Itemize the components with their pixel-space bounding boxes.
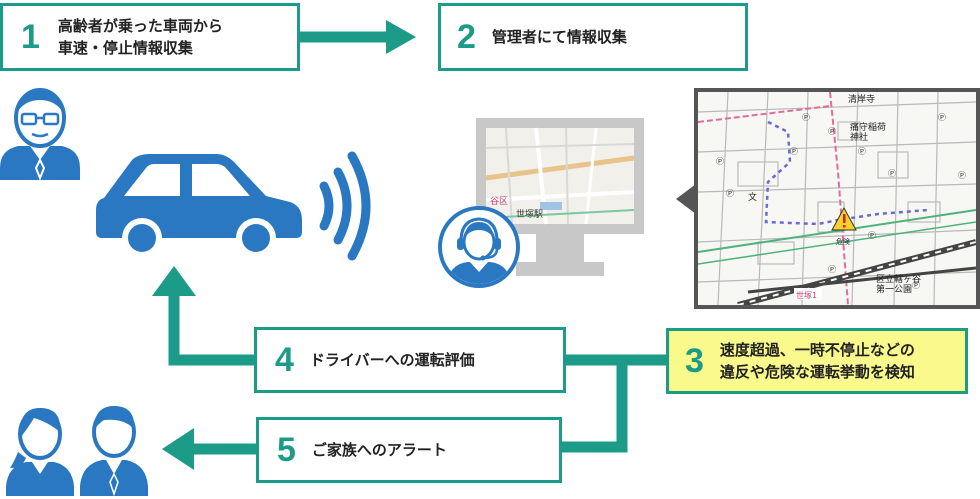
svg-text:Ⓟ: Ⓟ — [828, 265, 836, 274]
map-shrine-label-line-1: 痛守稲荷 — [850, 121, 886, 133]
step-5-number: 5 — [277, 431, 296, 469]
arrow-5-to-family-head — [162, 428, 194, 470]
map-shrine-label: 痛守稲荷 神社 — [850, 121, 889, 143]
step-5-text: ご家族へのアラート — [311, 441, 447, 459]
step-2-text: 管理者にて情報収集 — [491, 28, 627, 46]
svg-text:Ⓟ: Ⓟ — [802, 113, 810, 122]
step-4-box: 4 ドライバーへの運転評価 — [254, 327, 566, 393]
step-1-number: 1 — [21, 18, 40, 56]
monitor-map-area-label: 谷区 — [490, 196, 508, 207]
map-callout: Ⓟ Ⓟ Ⓟ Ⓟ Ⓟ Ⓟ Ⓟ Ⓟ Ⓟ Ⓟ Ⓟ Ⓟ 清岸寺 痛守稲荷 神社 文 区立轄ヶ谷 第一公園… — [694, 88, 980, 309]
family-icon — [6, 406, 148, 497]
detailed-map: Ⓟ Ⓟ Ⓟ Ⓟ Ⓟ Ⓟ Ⓟ Ⓟ Ⓟ Ⓟ Ⓟ Ⓟ 清岸寺 痛守稲荷 神社 文 区立轄ヶ谷 第一公園… — [698, 92, 976, 305]
map-school-label: 文 — [748, 191, 757, 203]
step-4-text: ドライバーへの運転評価 — [309, 351, 475, 369]
map-park-label-line-2: 第一公園 — [876, 283, 912, 295]
svg-text:Ⓟ: Ⓟ — [958, 171, 966, 180]
step-2-number: 2 — [457, 18, 476, 56]
map-shrine-label-line-2: 神社 — [850, 131, 868, 143]
step-3-number: 3 — [685, 342, 704, 380]
svg-text:Ⓟ: Ⓟ — [868, 231, 876, 240]
monitor-icon: 谷区 世塚駅 — [476, 118, 644, 276]
connector-3-to-5 — [562, 360, 628, 453]
monitor-map-station-label: 世塚駅 — [516, 208, 543, 220]
operator-headset-icon — [438, 206, 520, 288]
callout-pointer — [676, 184, 696, 214]
step-1-text: 高齢者が乗った車両から 車速・停止情報収集 — [57, 17, 223, 57]
arrow-4-to-car-line — [168, 292, 256, 366]
step-1-box: 1 高齢者が乗った車両から 車速・停止情報収集 — [0, 3, 300, 71]
wireless-signal-icon — [319, 151, 371, 261]
map-warning-label: 危険 — [836, 237, 850, 246]
map-station-label: 世塚1 — [796, 290, 817, 300]
svg-text:Ⓟ: Ⓟ — [790, 147, 798, 156]
map-park-label-line-1: 区立轄ヶ谷 — [876, 273, 921, 285]
svg-text:Ⓟ: Ⓟ — [726, 189, 734, 198]
arrow-1-to-2-head — [386, 20, 416, 54]
svg-text:Ⓟ: Ⓟ — [912, 281, 920, 290]
step-5-box: 5 ご家族へのアラート — [256, 417, 562, 483]
step-3-box: 3 速度超過、一時不停止などの 違反や危険な運転挙動を検知 — [666, 328, 968, 394]
arrow-4-to-car-head — [152, 266, 196, 296]
svg-text:Ⓟ: Ⓟ — [888, 169, 896, 178]
step-4-number: 4 — [275, 341, 294, 379]
svg-text:Ⓟ: Ⓟ — [938, 113, 946, 122]
map-temple-label: 清岸寺 — [848, 93, 875, 105]
svg-text:Ⓟ: Ⓟ — [716, 157, 724, 166]
svg-text:Ⓟ: Ⓟ — [858, 147, 866, 156]
warning-icon — [831, 206, 857, 231]
step-3-text: 速度超過、一時不停止などの 違反や危険な運転挙動を検知 — [719, 341, 915, 381]
map-park-label: 区立轄ヶ谷 第一公園 — [876, 273, 924, 295]
step-2-box: 2 管理者にて情報収集 — [438, 3, 748, 71]
svg-text:Ⓟ: Ⓟ — [828, 127, 836, 136]
elderly-person-icon — [0, 88, 80, 181]
car-icon — [96, 154, 302, 258]
